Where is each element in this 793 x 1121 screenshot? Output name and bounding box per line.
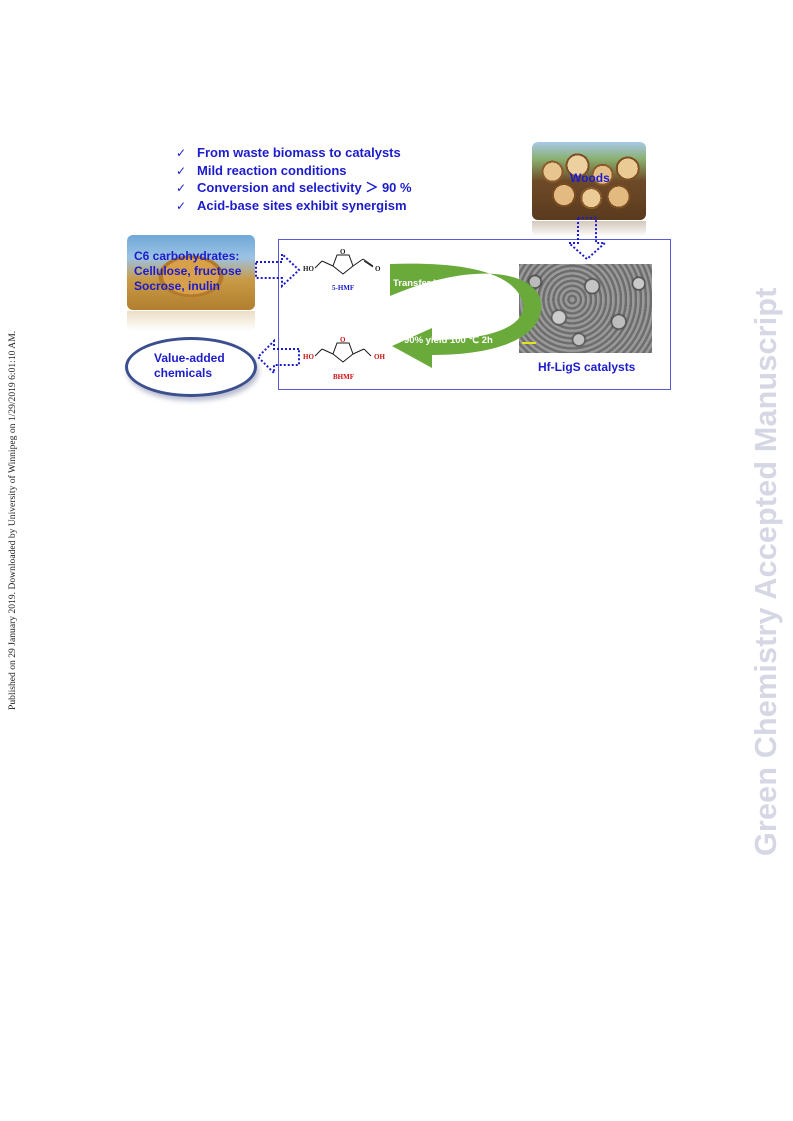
value-added-oval	[125, 337, 257, 397]
highlight-item: ✓From waste biomass to catalysts	[176, 144, 412, 162]
woods-photo	[532, 142, 646, 220]
catalyst-label: Hf-LigS catalysts	[538, 360, 636, 374]
highlight-item: ✓Acid-base sites exhibit synergism	[176, 197, 412, 215]
dotted-arrow-right	[255, 251, 301, 289]
hmf-ho-label: HO	[303, 265, 314, 273]
bhmf-oh-label: OH	[374, 353, 385, 361]
hmf-ring-o-label: O	[340, 248, 346, 256]
woods-photo-reflection	[532, 221, 646, 237]
highlights-list: ✓From waste biomass to catalysts ✓Mild r…	[176, 144, 412, 214]
hmf-aldehyde-o-label: O	[375, 265, 381, 273]
bhmf-structure	[314, 342, 372, 363]
check-icon: ✓	[176, 181, 187, 195]
transfer-hydrogenation-label: Transfer hydrogenation	[393, 278, 500, 289]
curved-reaction-arrow	[390, 263, 542, 368]
hay-bale-photo	[127, 235, 255, 310]
hmf-name: 5-HMF	[332, 284, 355, 292]
woods-label: Woods	[570, 171, 610, 185]
highlight-item: ✓Mild reaction conditions	[176, 162, 412, 180]
check-icon: ✓	[176, 198, 187, 213]
hmf-structure	[314, 254, 374, 275]
bhmf-name: BHMF	[333, 373, 354, 381]
carbohydrates-label: C6 carbohydrates: Cellulose, fructose So…	[134, 249, 242, 293]
highlight-item: ✓Conversion and selectivity ＞ 90 %	[176, 179, 412, 197]
yield-conditions-label: 90% yield 100 ℃ 2h	[404, 335, 493, 346]
scale-bar	[522, 342, 536, 344]
bhmf-ho-label: HO	[303, 353, 314, 361]
dotted-arrow-down	[566, 217, 608, 261]
hay-bale-reflection	[127, 311, 255, 331]
value-added-label: Value-added chemicals	[154, 351, 225, 380]
bhmf-ring-o-label: O	[340, 336, 346, 344]
check-icon: ✓	[176, 146, 187, 160]
dotted-arrow-left	[256, 338, 300, 376]
check-icon: ✓	[176, 163, 187, 178]
